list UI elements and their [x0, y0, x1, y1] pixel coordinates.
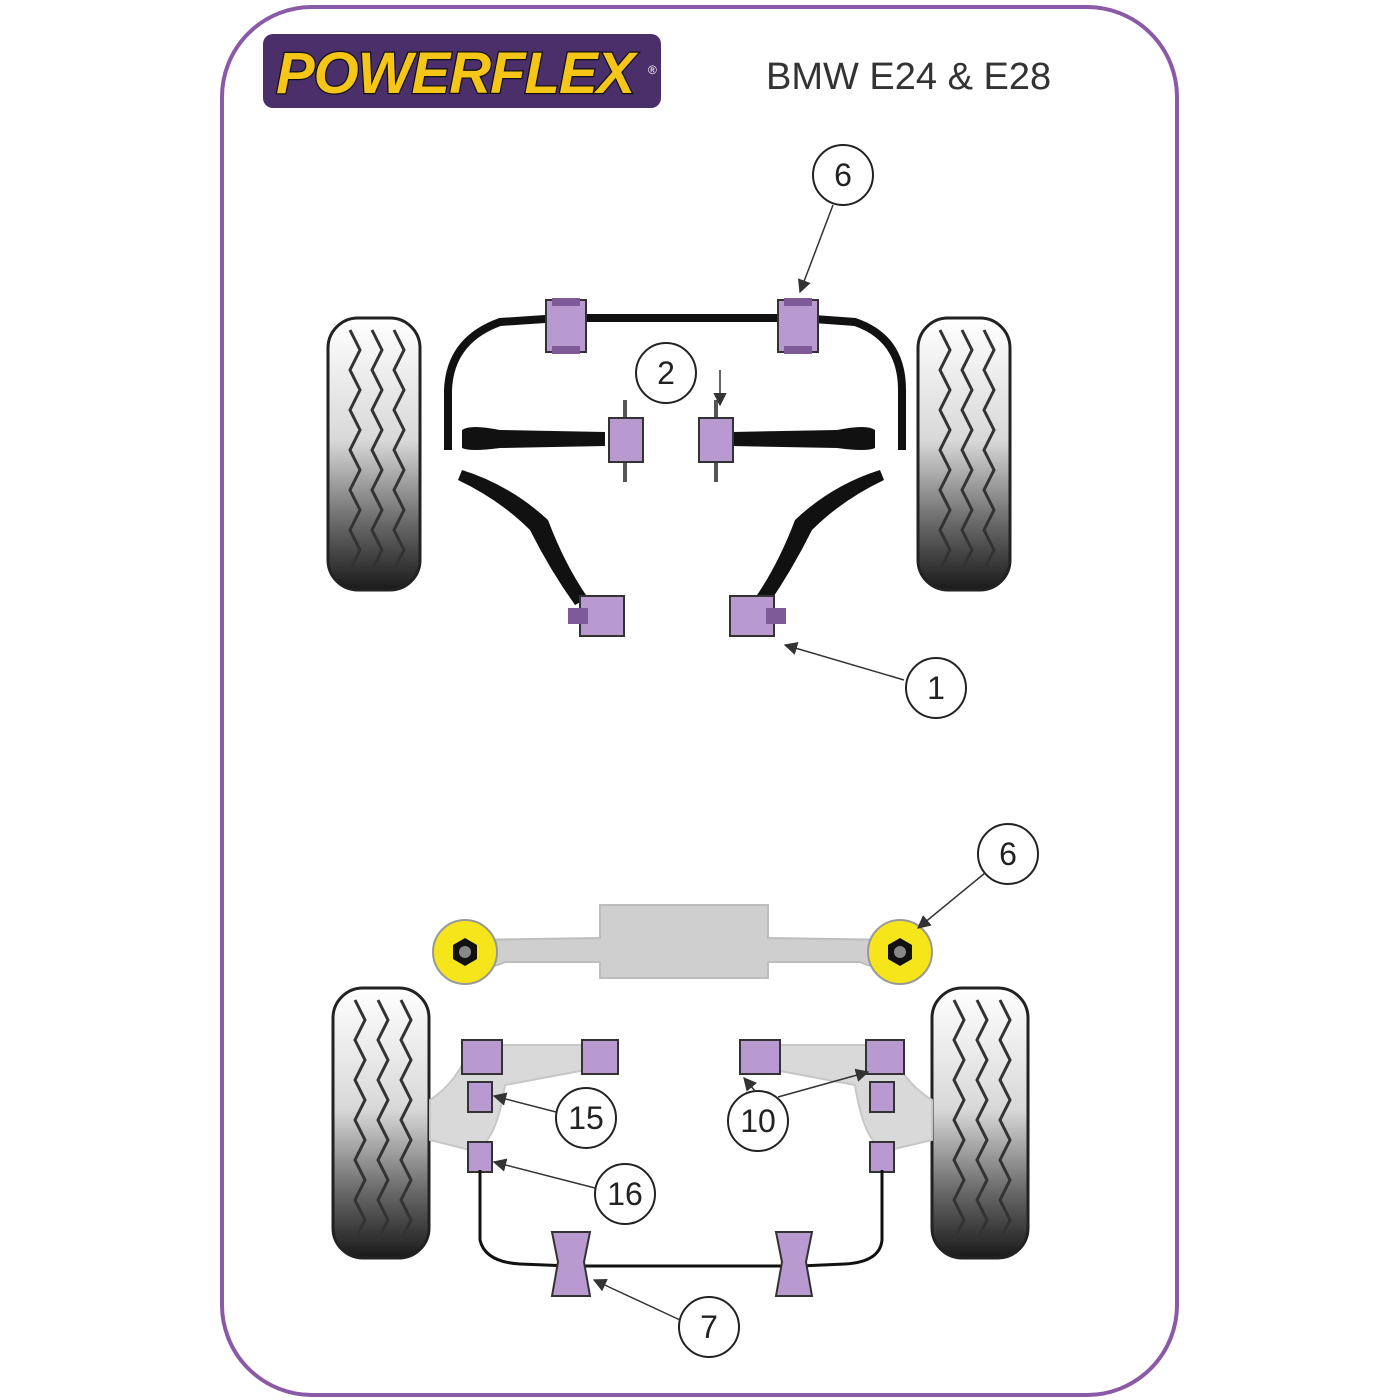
front-arb-bush-right: [777, 298, 819, 354]
callout-16: 16: [492, 1158, 656, 1225]
front-strut-bush-left: [608, 400, 644, 482]
subframe-mount-left: [432, 919, 498, 985]
front-left-tyre: [326, 316, 422, 592]
rear-suspension: [331, 904, 1030, 1297]
svg-text:2: 2: [657, 355, 675, 391]
callout-15: 15: [492, 1087, 617, 1149]
logo-text: POWERFLEX: [276, 41, 639, 106]
front-arm-bush-right: [729, 595, 786, 637]
rear-droplink-lower-bush-right: [869, 1141, 895, 1173]
svg-text:15: 15: [568, 1100, 604, 1136]
rear-droplink-upper-bush-left: [467, 1081, 493, 1113]
rear-arm-bush-left-inner: [581, 1039, 619, 1075]
front-anti-roll-bar: [444, 314, 906, 450]
callout-3: 6: [797, 144, 874, 294]
callout-6: 6: [916, 823, 1039, 929]
svg-text:16: 16: [607, 1176, 643, 1212]
registered-mark: ®: [648, 63, 657, 77]
svg-text:10: 10: [740, 1103, 776, 1139]
svg-text:1: 1: [927, 670, 945, 706]
rear-arb-bush-right: [774, 1231, 814, 1297]
front-arb-bush-left: [545, 298, 587, 354]
rear-arm-bush-right-inner: [739, 1039, 781, 1075]
callout-7: 7: [592, 1279, 740, 1358]
callout-1: 1: [783, 641, 967, 719]
front-right-control-arm: [755, 470, 884, 605]
front-strut-bush-right: [698, 400, 734, 482]
front-right-thrust-arm: [732, 427, 875, 450]
front-right-tyre: [916, 316, 1012, 592]
rear-right-tyre: [930, 986, 1030, 1260]
front-arm-bush-left: [568, 595, 625, 637]
svg-text:7: 7: [700, 1309, 718, 1345]
powerflex-logo: POWERFLEX ®: [263, 34, 661, 108]
rear-arb-bush-left: [550, 1231, 592, 1297]
rear-anti-roll-bar: [478, 1170, 884, 1268]
rear-arm-bush-right-outer: [865, 1039, 905, 1075]
front-left-thrust-arm: [462, 427, 605, 450]
rear-droplink-upper-bush-right: [869, 1081, 895, 1113]
front-left-control-arm: [458, 470, 588, 605]
svg-text:6: 6: [834, 157, 852, 193]
page-title: BMW E24 & E28: [766, 56, 1051, 98]
rear-left-tyre: [331, 986, 431, 1260]
subframe-mount-right: [867, 919, 933, 985]
front-suspension: [326, 298, 1012, 637]
rear-arm-bush-left-outer: [461, 1039, 503, 1075]
callout-2: 2: [635, 342, 727, 407]
svg-text:6: 6: [999, 836, 1017, 872]
rear-droplink-lower-bush-left: [467, 1141, 493, 1173]
callout-10: 10: [727, 1068, 870, 1152]
